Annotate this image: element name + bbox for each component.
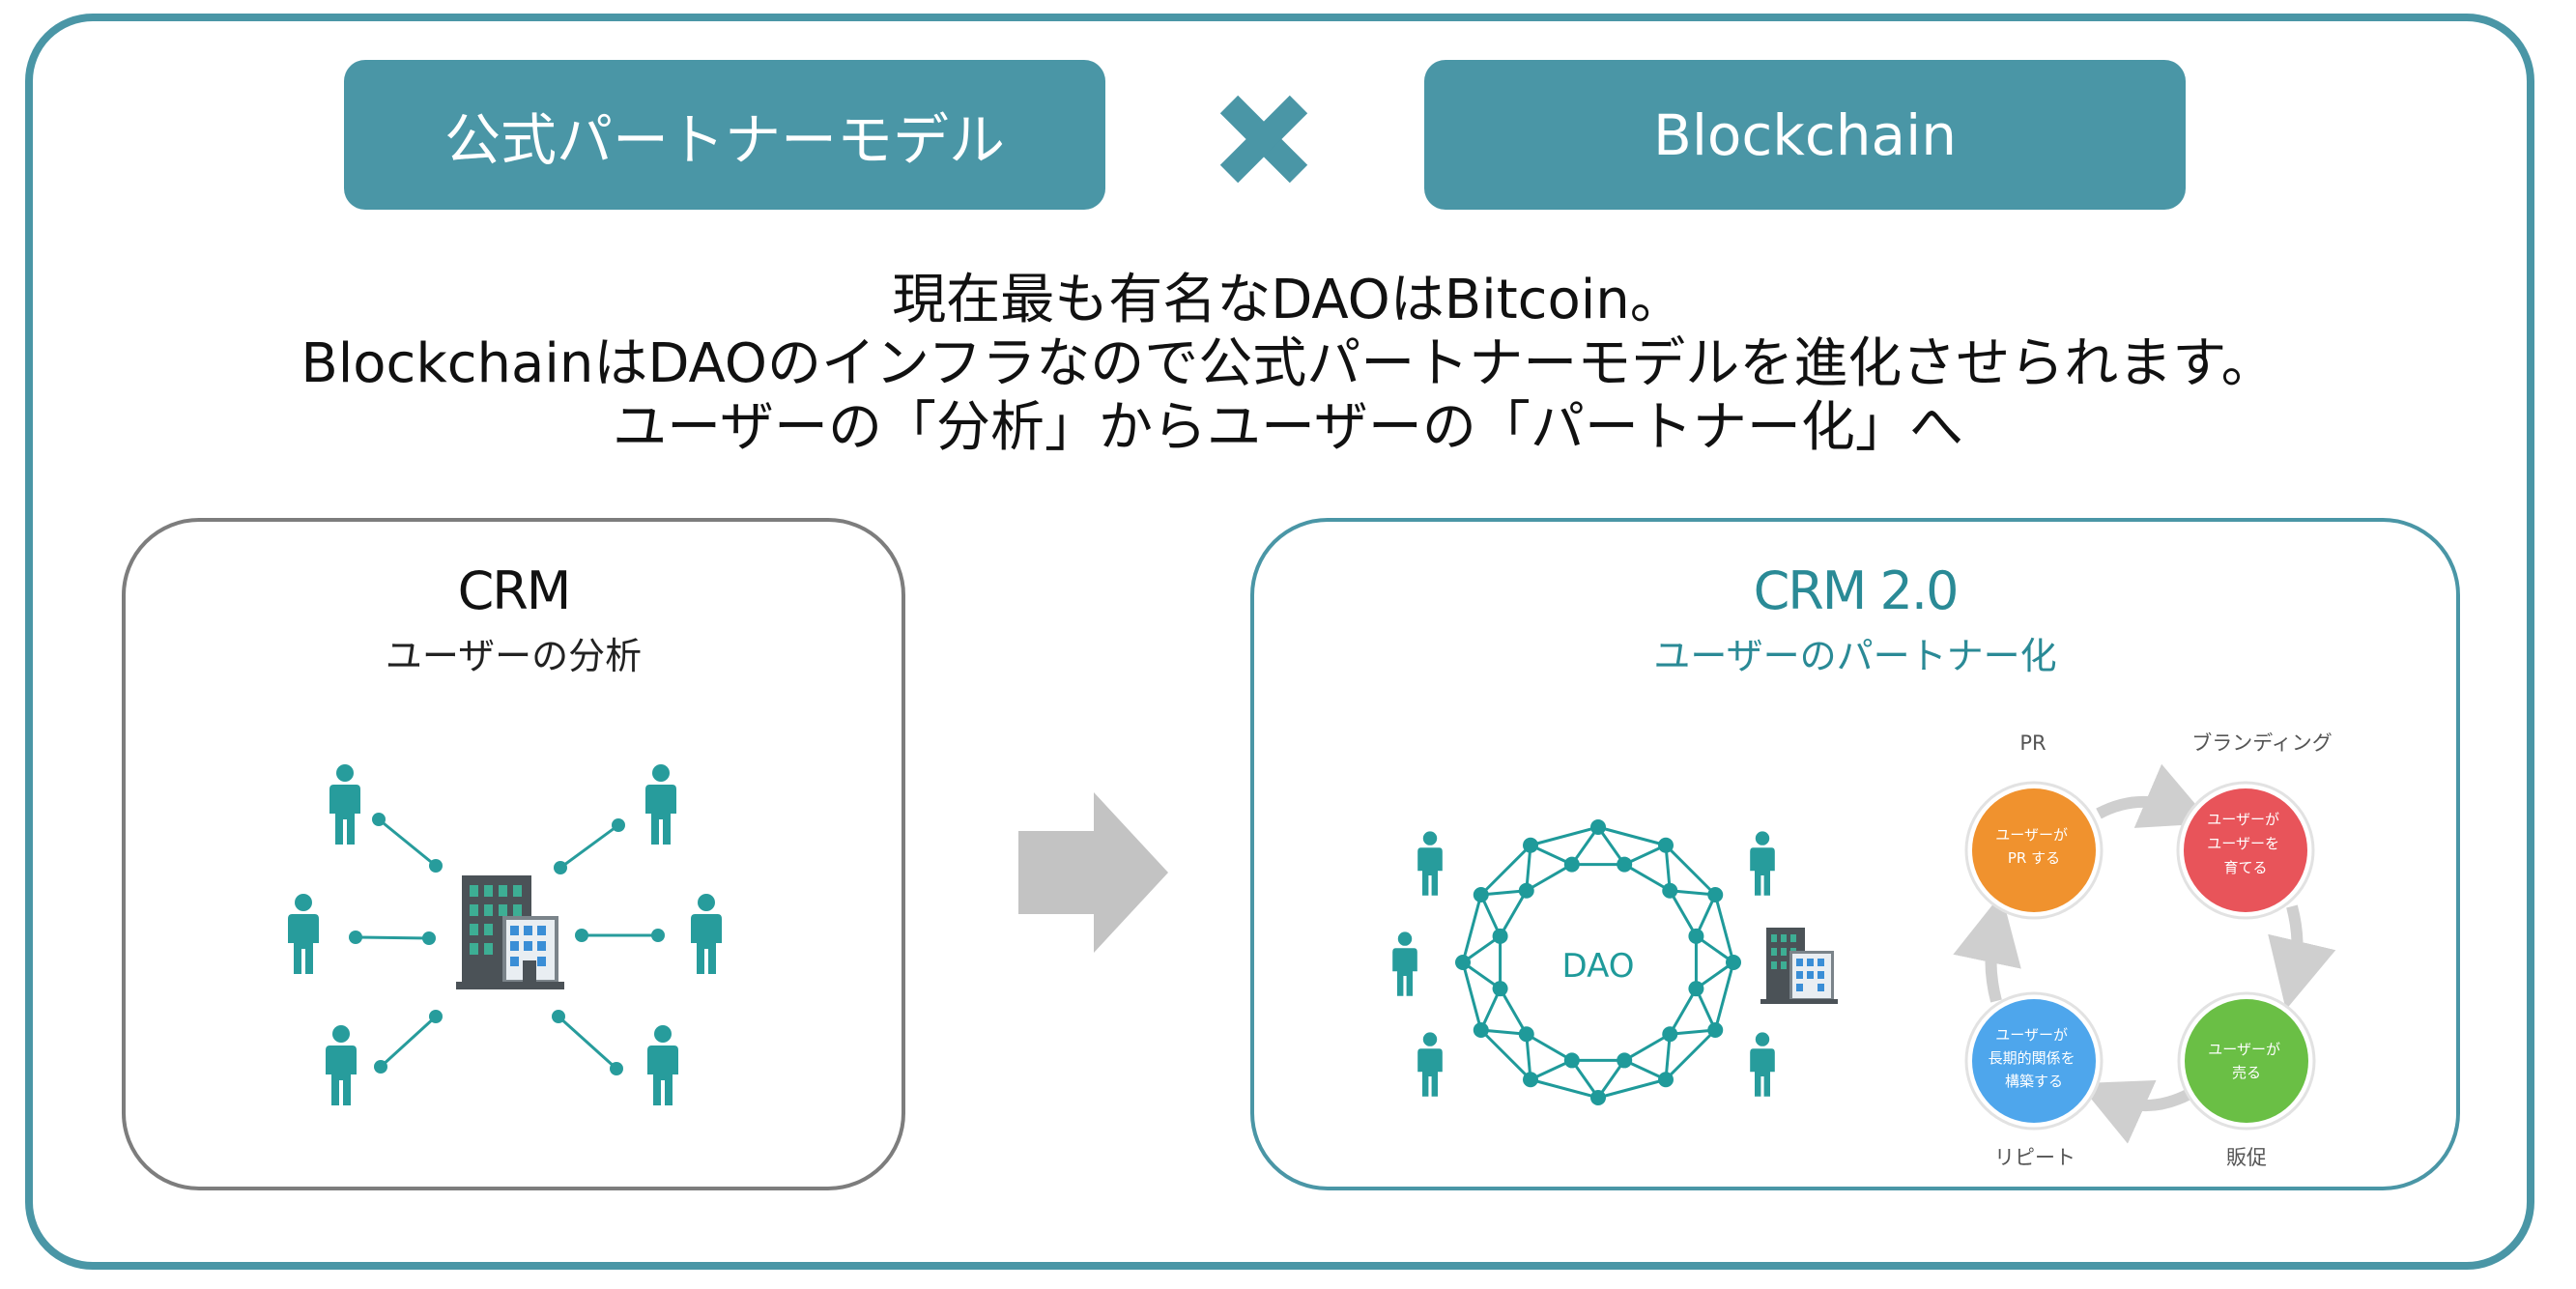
dao-edge (1530, 825, 1599, 847)
dao-edge (1664, 1028, 1717, 1081)
blockchain-label: Blockchain (1653, 101, 1957, 168)
right-arrow-icon (1018, 792, 1168, 953)
person-icon (326, 1025, 357, 1105)
partner-model-label: 公式パートナーモデル (444, 106, 1005, 173)
person-icon (647, 1025, 678, 1105)
dao-node (1707, 887, 1724, 902)
person-icon (645, 764, 676, 845)
person-icon (288, 894, 319, 974)
dao-edge (1713, 961, 1735, 1031)
crm-card: CRM ユーザーの分析 (122, 518, 905, 1190)
dao-node (1658, 837, 1674, 853)
dao-edge (1664, 844, 1717, 897)
headline-line-1: 現在最も有名なDAOはBitcoin。 (892, 269, 1684, 331)
svg-text:ユーザーが 長期的関係を 構築する: ユーザーが 長期的関係を 構築する (1989, 1026, 2080, 1090)
person-icon (1417, 1032, 1443, 1097)
crm-subtitle: ユーザーの分析 (385, 635, 643, 677)
dao-edge (1461, 894, 1483, 963)
svg-text:ユーザーが 売る: ユーザーが 売る (2208, 1041, 2284, 1081)
outer-frame (25, 14, 2534, 1270)
dao-edge (1668, 988, 1698, 1035)
person-icon (1392, 931, 1417, 996)
dao-edge (1479, 1028, 1532, 1081)
dao-edge (1526, 1032, 1573, 1062)
dao-label: DAO (1561, 947, 1634, 986)
dao-node (1658, 1072, 1674, 1088)
person-icon (1417, 831, 1443, 896)
times-icon (1219, 95, 1308, 184)
dao-edge (1623, 1032, 1671, 1062)
dao-edge (1499, 890, 1529, 937)
cycle-label-branding: ブランディング (2191, 731, 2333, 755)
dao-edge (1623, 863, 1671, 893)
building-icon (1760, 928, 1838, 1004)
dao-edge (1526, 863, 1573, 893)
cycle-label-sales-promo: 販促 (2226, 1146, 2267, 1169)
cycle-circle-repeat: ユーザーが 長期的関係を 構築する (1964, 991, 2104, 1131)
dao-edge (1597, 825, 1667, 847)
dao-edge (1479, 844, 1532, 897)
dao-network-diagram: DAO (1392, 819, 1838, 1105)
cycle-circle-pr: ユーザーが PR する (1964, 781, 2104, 920)
dao-edge (1461, 961, 1483, 1031)
cycle-label-pr: PR (2019, 731, 2046, 755)
dao-edge (1668, 890, 1698, 937)
dao-node (1492, 928, 1508, 944)
dao-node (1473, 1022, 1489, 1038)
dao-node (1590, 819, 1606, 835)
partner-model-pill: 公式パートナーモデル (344, 60, 1105, 210)
dao-node (1707, 1022, 1724, 1038)
crm2-title: CRM 2.0 (1753, 560, 1960, 621)
dao-node (1726, 955, 1741, 970)
dao-node (1455, 955, 1471, 970)
svg-text:ユーザーが ユーザーを 育てる: ユーザーが ユーザーを 育てる (2207, 811, 2283, 876)
person-icon (1750, 831, 1775, 896)
dao-node (1688, 928, 1704, 944)
dao-node (1590, 1090, 1606, 1105)
dao-node (1518, 882, 1534, 899)
dao-node (1523, 1072, 1538, 1088)
dao-node (1688, 981, 1704, 997)
dao-edge (1499, 988, 1529, 1035)
cycle-circle-branding: ユーザーが ユーザーを 育てる (2176, 781, 2315, 920)
headline: 現在最も有名なDAOはBitcoin。 BlockchainはDAOのインフラな… (0, 269, 2576, 460)
cycle-label-repeat: リピート (1994, 1146, 2075, 1169)
person-icon (329, 764, 360, 845)
person-icon (691, 894, 722, 974)
crm2-subtitle: ユーザーのパートナー化 (1653, 635, 2057, 677)
dao-node (1518, 1026, 1534, 1043)
dao-node (1617, 1052, 1633, 1069)
dao-node (1563, 1052, 1580, 1069)
person-icon (1750, 1032, 1775, 1097)
dao-edge (1530, 1077, 1599, 1100)
headline-line-3: ユーザーの「分析」からユーザーの「パートナー化」へ (613, 396, 1963, 459)
dao-node (1473, 887, 1489, 902)
svg-text:ユーザーが PR する: ユーザーが PR する (1995, 826, 2072, 867)
dao-node (1492, 981, 1508, 997)
dao-edge (1597, 1077, 1667, 1100)
partner-cycle-diagram: PR ブランディング 販促 リピート ユーザーが PR する ユーザーが ユーザ… (1953, 731, 2336, 1169)
dao-node (1563, 856, 1580, 873)
dao-node (1617, 856, 1633, 873)
cycle-circle-sales: ユーザーが 売る (2177, 991, 2316, 1131)
dao-node (1662, 882, 1678, 899)
blockchain-pill: Blockchain (1424, 60, 2186, 210)
headline-line-2: BlockchainはDAOのインフラなので公式パートナーモデルを進化させられま… (301, 332, 2275, 395)
crm-title: CRM (457, 560, 572, 621)
dao-edge (1713, 894, 1735, 963)
crm-hub-diagram (288, 764, 722, 1105)
building-icon (456, 875, 564, 989)
dao-node (1662, 1026, 1678, 1043)
dao-node (1523, 837, 1538, 853)
